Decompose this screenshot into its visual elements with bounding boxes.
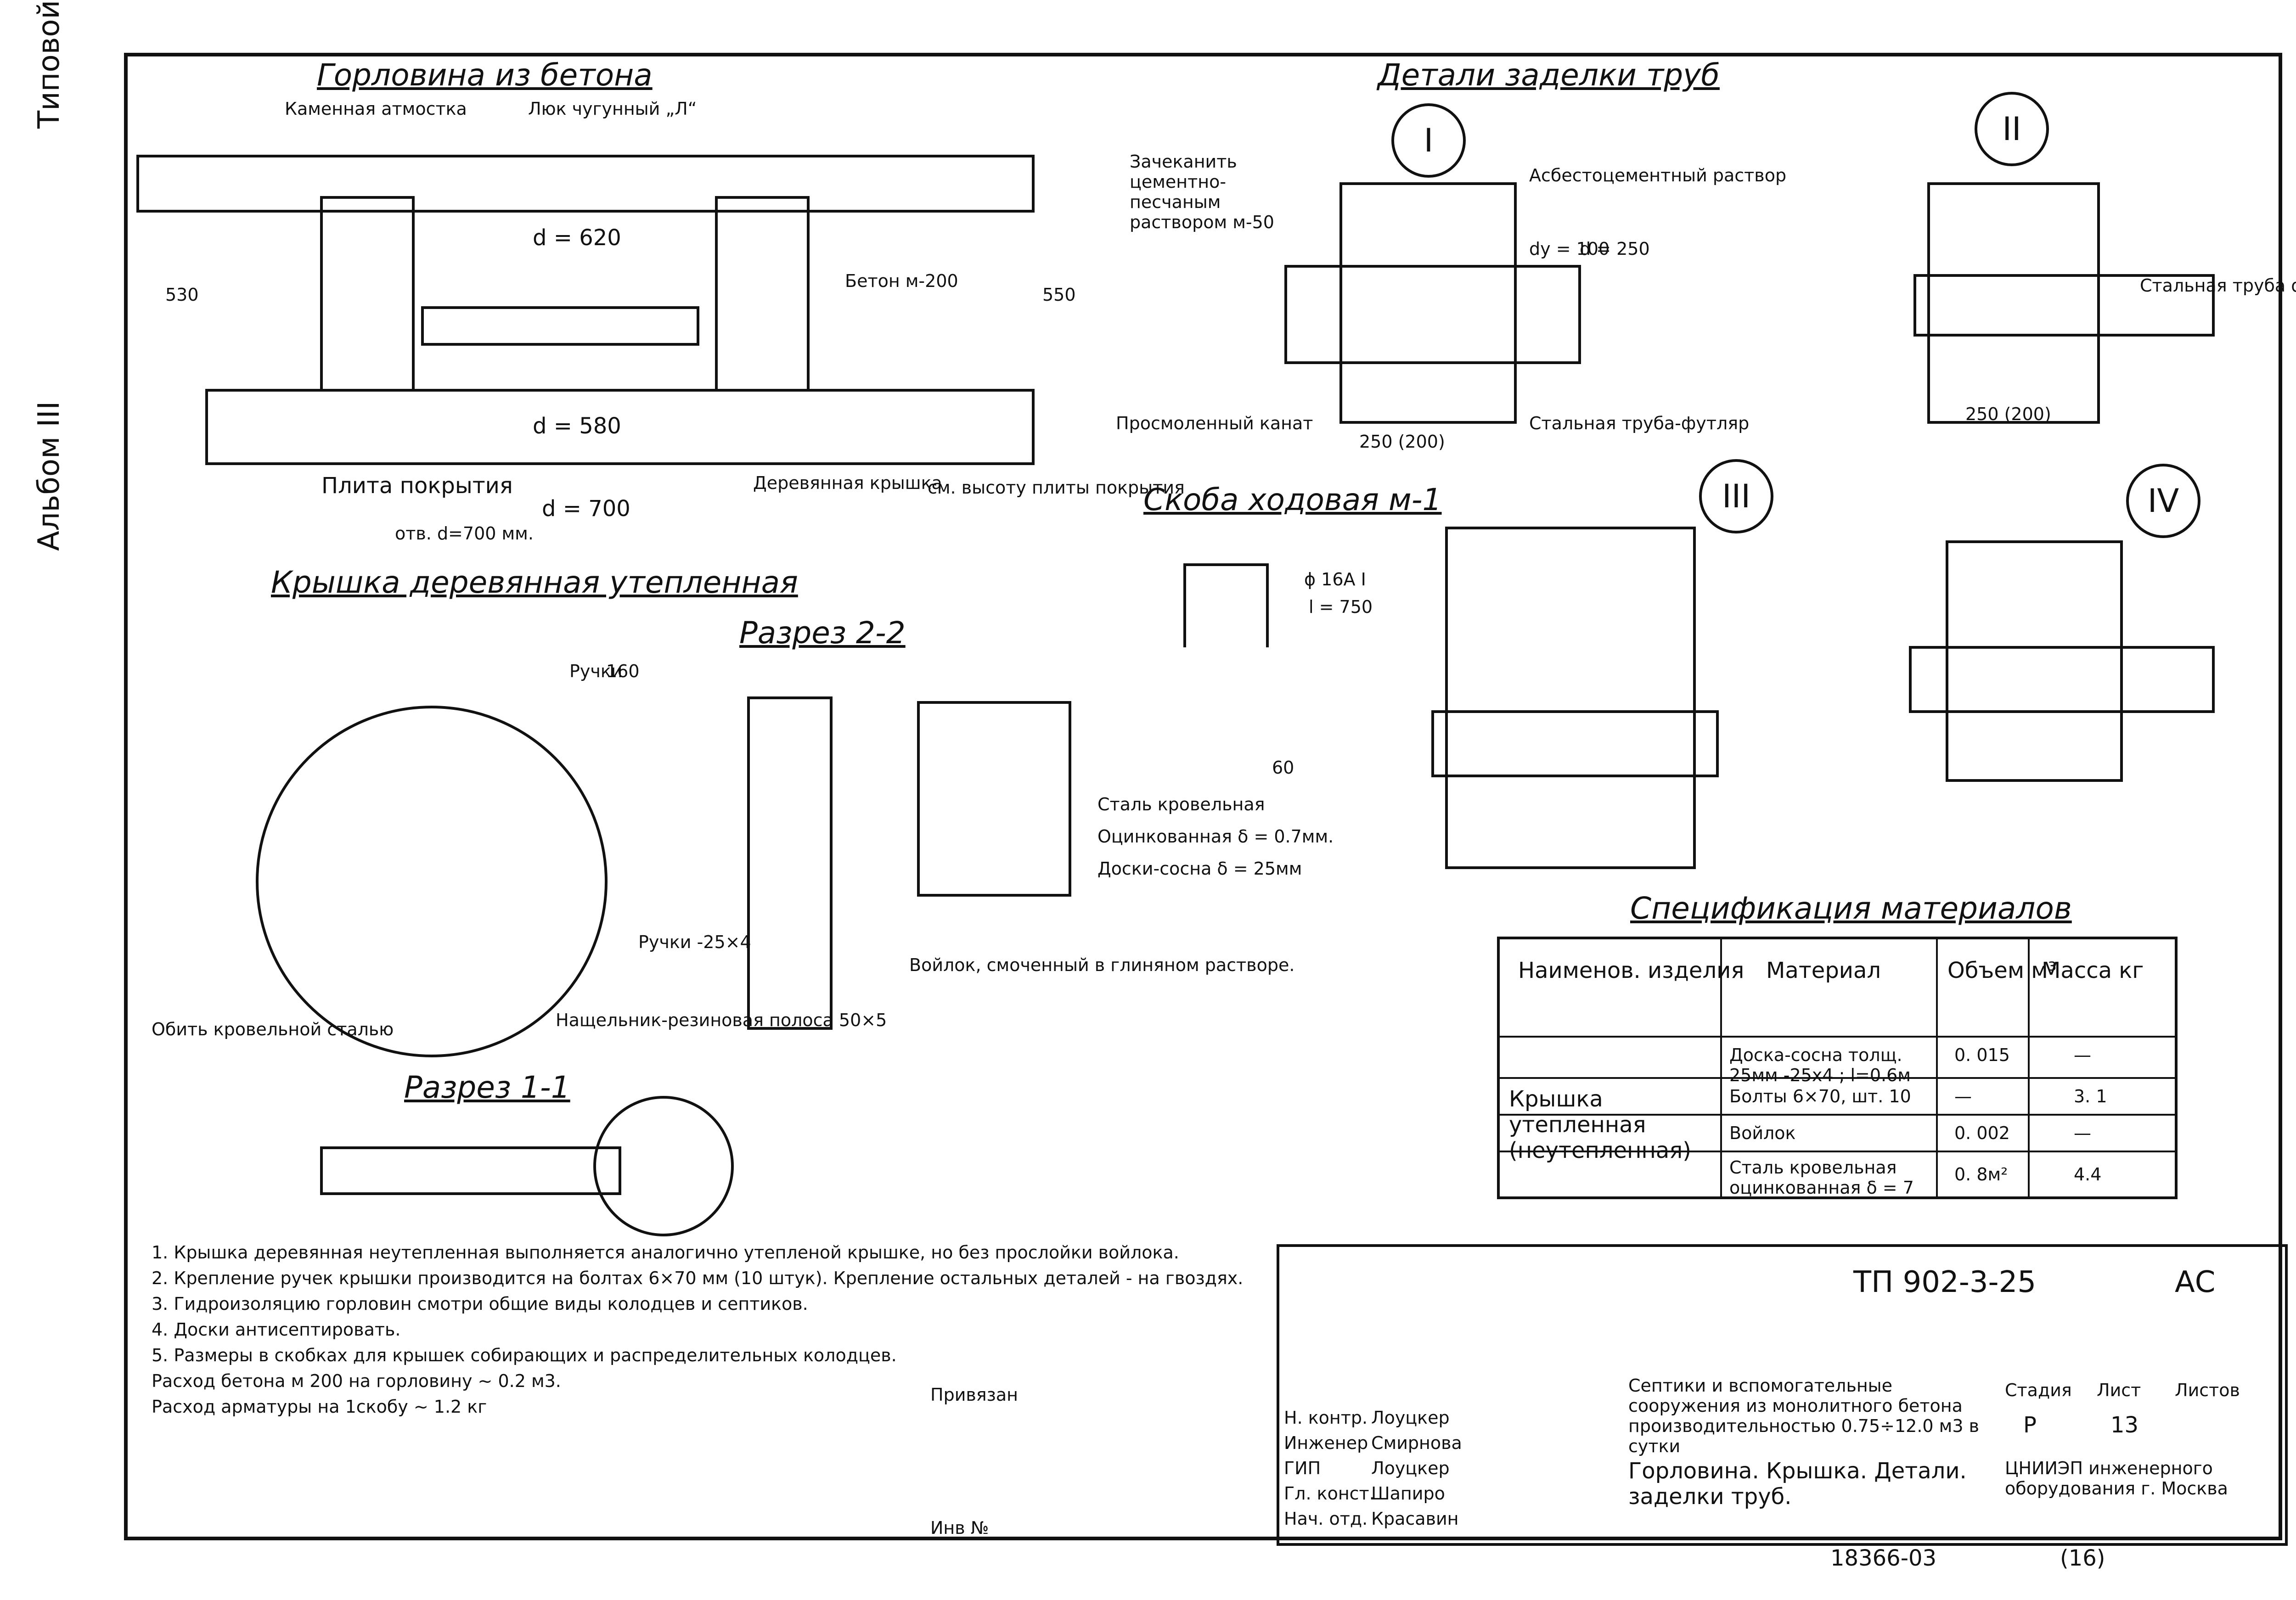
label: см. высоту плиты покрытия (928, 477, 1185, 498)
label: Деревянная крышка (753, 473, 942, 493)
label: Сталь кровельная (1097, 794, 1265, 814)
drawing-frame (124, 53, 2282, 1540)
stamp-name: Шапиро (1371, 1483, 1445, 1504)
stamp-role: Инженер (1284, 1433, 1368, 1453)
spec-item: Крышка утепленная (неутепленная) (1509, 1086, 1691, 1163)
spec-header: Масса кг (2042, 958, 2144, 983)
label: Зачеканить цементно-песчаным раствором м… (1130, 152, 1274, 232)
label: Асбестоцементный раствор (1529, 165, 1787, 185)
spec-cell: 4.4 (2074, 1164, 2102, 1185)
note: Расход арматуры на 1скобу ~ 1.2 кг (152, 1397, 487, 1417)
label: 250 (200) (1359, 432, 1445, 452)
stamp-desc: Септики и вспомогательные сооружения из … (1628, 1375, 1979, 1456)
spec-cell: Войлок (1729, 1123, 1796, 1143)
stamp-code: ТП 902-3-25 (1853, 1265, 2037, 1299)
stamp-role: Нач. отд. (1284, 1509, 1368, 1529)
stamp-desc: Горловина. Крышка. Детали. заделки труб. (1628, 1458, 1967, 1510)
stamp-tied: Привязан (930, 1385, 1018, 1405)
spec-cell: 3. 1 (2074, 1086, 2107, 1106)
label: d = 250 (1580, 239, 1650, 259)
spec-header: Объем м³ (1947, 958, 2057, 983)
notes: 1. Крышка деревянная неутепленная выполн… (152, 1240, 1243, 1420)
detail-II-icon: II (1975, 92, 2049, 166)
spec-cell: Сталь кровельная оцинкованная δ = 7 (1729, 1157, 1914, 1198)
spec-title: Спецификация материалов (1630, 891, 2072, 926)
label: Плита покрытия (321, 473, 513, 499)
stamp-sheet-value: 13 (2110, 1412, 2139, 1438)
label: Нащельник-резиновая полоса 50×5 (556, 1010, 887, 1030)
title-block: ТП 902-3-25 АС Септики и вспомогательные… (930, 1244, 2288, 1571)
label: 530 (165, 285, 199, 305)
label: Войлок, смоченный в глиняном растворе. (909, 955, 1295, 975)
stamp-sheet: Лист (2097, 1380, 2141, 1400)
note: 3. Гидроизоляцию горловин смотри общие в… (152, 1294, 808, 1314)
label: Оцинкованная δ = 0.7мм. (1097, 826, 1334, 847)
section11-title: Разрез 1-1 (404, 1070, 570, 1105)
note: 1. Крышка деревянная неутепленная выполн… (152, 1242, 1179, 1263)
stamp-role: ГИП (1284, 1458, 1321, 1478)
label: отв. d=700 мм. (395, 523, 534, 544)
stamp-stage-value: Р (2023, 1412, 2037, 1438)
stamp-role: Гл. конст. (1284, 1483, 1375, 1504)
spec-table: Наименов. изделия Материал Объем м³ Масс… (1497, 937, 2178, 1199)
cover-title: Крышка деревянная утепленная (271, 565, 798, 600)
spec-cell: — (2074, 1045, 2091, 1065)
spec-cell: — (2074, 1123, 2091, 1143)
note: Расход бетона м 200 на горловину ~ 0.2 м… (152, 1371, 561, 1391)
label: Люк чугунный „Л“ (528, 99, 697, 119)
stamp-page-number: (16) (2060, 1545, 2105, 1571)
label: d = 700 (542, 496, 630, 522)
section22-title: Разрез 2-2 (739, 615, 906, 651)
spec-cell: Доска-сосна толщ. 25мм -25х4 ; l=0.6м (1729, 1045, 1911, 1085)
stamp-role: Н. контр. (1284, 1408, 1368, 1428)
stamp-name: Красавин (1371, 1509, 1459, 1529)
label: Ручки -25×4 (638, 932, 751, 952)
note: 2. Крепление ручек крышки производится н… (152, 1268, 1244, 1288)
stamp-name: Лоуцкер (1371, 1458, 1450, 1478)
stamp-name: Смирнова (1371, 1433, 1462, 1453)
label: Стальная труба dy=150 (2140, 275, 2296, 296)
label: Ручки (569, 661, 623, 681)
stamp-type: АС (2175, 1265, 2216, 1299)
spec-cell: 0. 015 (1954, 1045, 2010, 1065)
detail-I-icon: I (1391, 103, 1466, 178)
spec-cell: — (1954, 1086, 1972, 1106)
bracket-title: Скоба ходовая м-1 (1143, 482, 1442, 517)
label: Обить кровельной сталью (152, 1019, 394, 1039)
spec-cell: Болты 6×70, шт. 10 (1729, 1086, 1911, 1106)
label: 160 (606, 661, 640, 681)
label: ϕ 16А I (1304, 569, 1366, 589)
label: Просмоленный канат (1116, 413, 1313, 433)
label: l = 750 (1309, 597, 1373, 617)
spec-header: Наименов. изделия (1518, 958, 1745, 983)
detail-IV-icon: IV (2126, 464, 2200, 538)
label: d = 620 (533, 225, 621, 251)
spec-cell: 0. 002 (1954, 1123, 2010, 1143)
details-title: Детали заделки труб (1378, 57, 1720, 93)
spec-cell: 0. 8м² (1954, 1164, 2008, 1185)
label: dy = 100 (1529, 239, 1610, 259)
label: Каменная атмостка (285, 99, 467, 119)
detail-III-icon: III (1699, 459, 1773, 533)
label: 550 (1042, 285, 1076, 305)
stamp-name: Лоуцкер (1371, 1408, 1450, 1428)
stamp-stage: Стадия (2005, 1380, 2072, 1400)
note: 4. Доски антисептировать. (152, 1319, 401, 1340)
label: Бетон м-200 (845, 271, 958, 291)
label: d = 580 (533, 413, 621, 439)
stamp-inv: Инв № (930, 1518, 989, 1538)
label: 60 (1272, 758, 1294, 778)
stamp-org: ЦНИИЭП инженерного оборудования г. Москв… (2005, 1458, 2228, 1499)
spec-header: Материал (1766, 958, 1881, 983)
neck-title: Горловина из бетона (317, 57, 653, 93)
note: 5. Размеры в скобках для крышек собирающ… (152, 1345, 897, 1365)
stamp-bottom-code: 18366-03 (1830, 1545, 1937, 1571)
label: Стальная труба-футляр (1529, 413, 1750, 433)
label: 250 (200) (1965, 404, 2051, 424)
label: Доски-сосна δ = 25мм (1097, 859, 1302, 879)
stamp-sheets: Листов (2175, 1380, 2240, 1400)
